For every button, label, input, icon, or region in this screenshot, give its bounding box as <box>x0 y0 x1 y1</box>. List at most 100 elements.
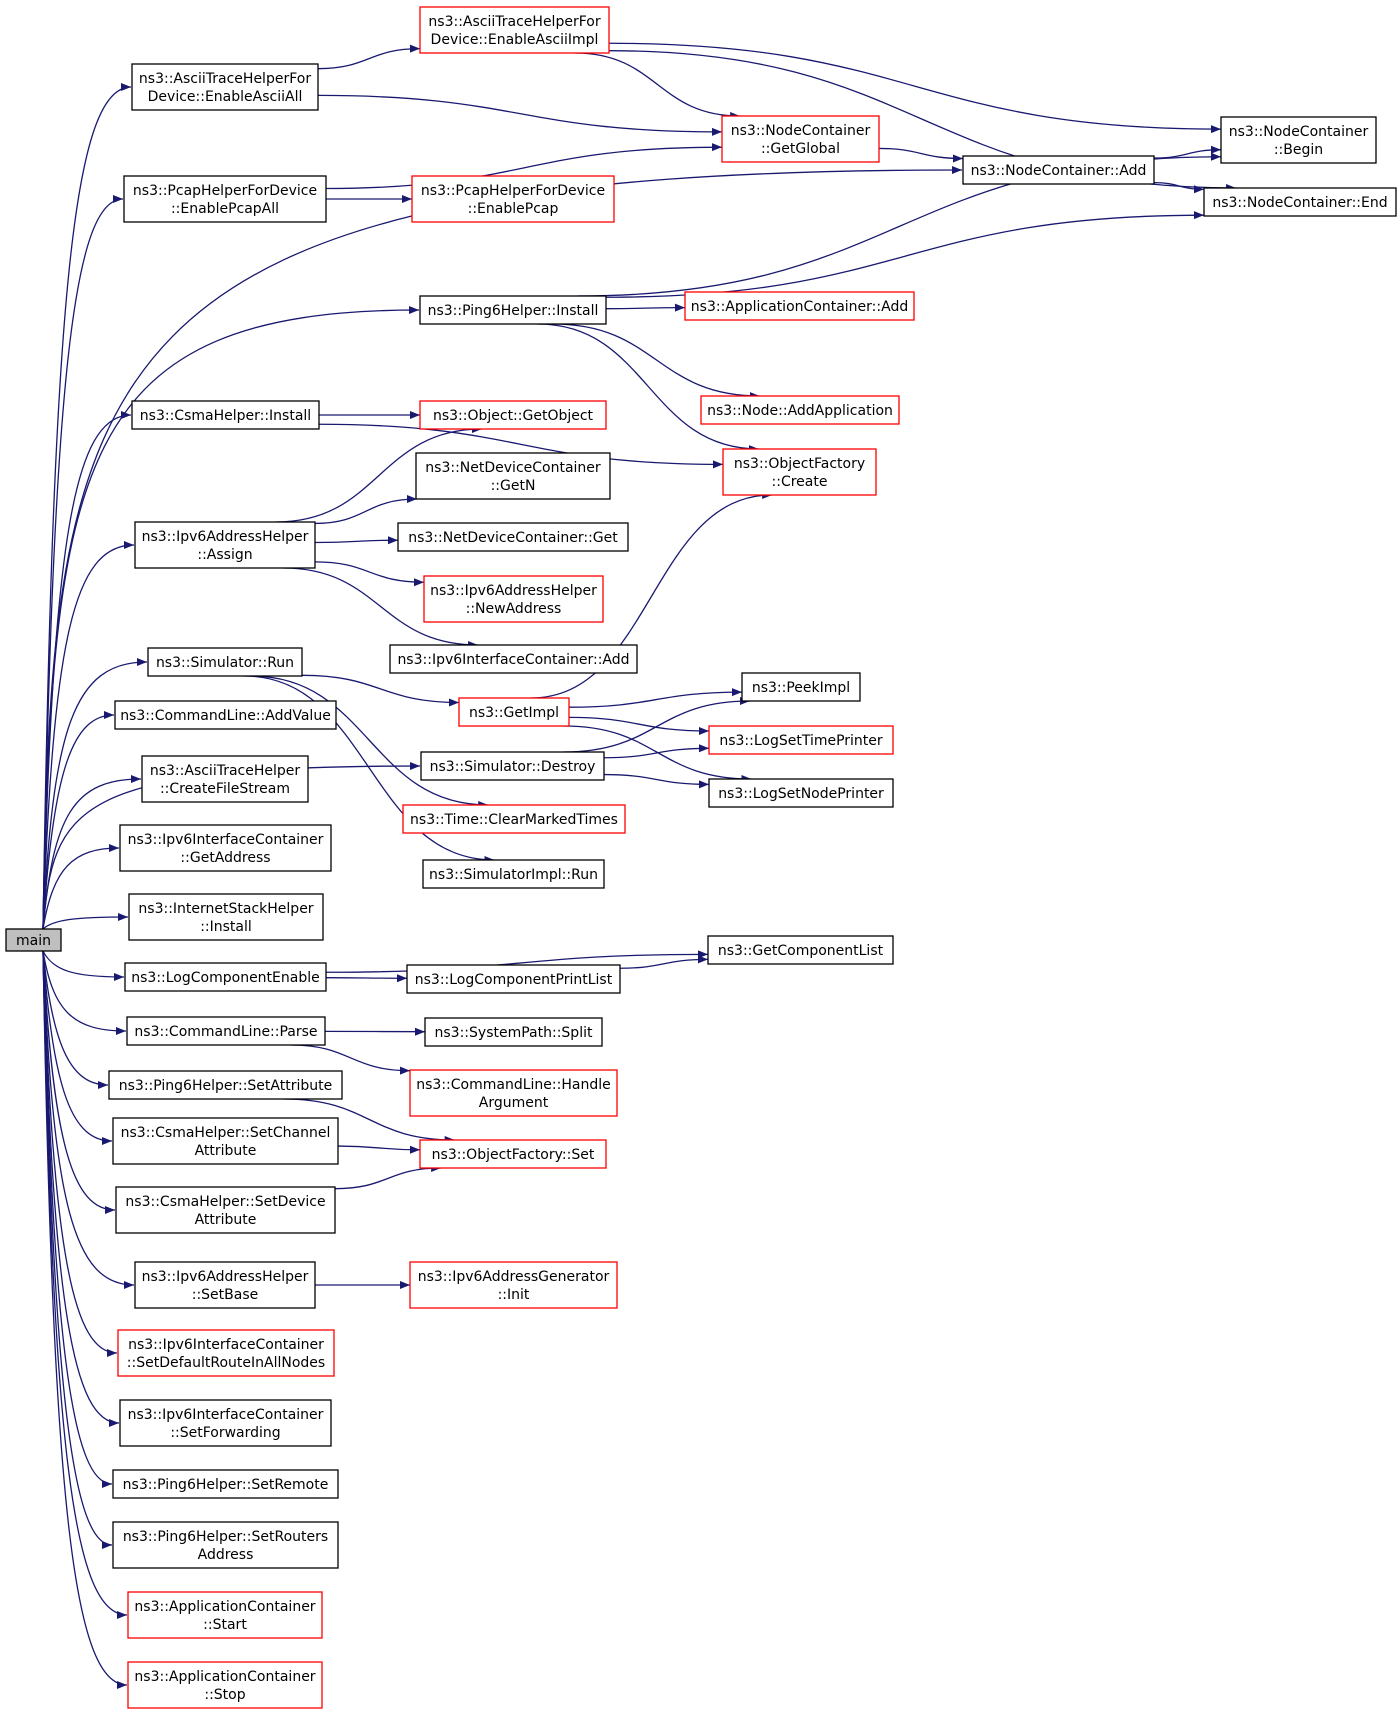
edge-getimpl-to-objectfactory-create <box>530 491 773 699</box>
node-ipv6addresshelper-newaddress[interactable]: ns3::Ipv6AddressHelper::NewAddress <box>423 575 604 623</box>
edge-main-to-internetstackhelper-install <box>42 913 129 930</box>
node-appcontainer-add[interactable]: ns3::ApplicationContainer::Add <box>684 291 915 321</box>
node-ipv6addressgenerator-init[interactable]: ns3::Ipv6AddressGenerator::Init <box>409 1261 618 1309</box>
node-getimpl[interactable]: ns3::GetImpl <box>458 697 570 727</box>
node-internetstackhelper-install[interactable]: ns3::InternetStackHelper::Install <box>128 893 324 941</box>
node-label: ::SetForwarding <box>170 1425 280 1441</box>
node-ipv6interfacecontainer-add[interactable]: ns3::Ipv6InterfaceContainer::Add <box>389 644 638 674</box>
node-label: Argument <box>479 1095 549 1111</box>
node-label: ns3::AsciiTraceHelperFor <box>139 71 311 87</box>
edge-pcap-enablepcapall-to-nodecontainer-getglobal <box>325 143 723 190</box>
node-commandline-parse[interactable]: ns3::CommandLine::Parse <box>126 1016 326 1046</box>
node-nodecontainer-getglobal[interactable]: ns3::NodeContainer::GetGlobal <box>721 115 880 163</box>
node-label: ::EnablePcap <box>468 201 559 217</box>
node-label: ns3::NodeContainer <box>731 123 871 139</box>
node-box <box>424 1017 603 1047</box>
node-box <box>112 1469 339 1499</box>
node-netdevicecontainer-getn[interactable]: ns3::NetDeviceContainer::GetN <box>415 452 611 500</box>
node-label: ns3::CsmaHelper::SetChannel <box>121 1125 331 1141</box>
node-ipv6interfacecontainer-setforwarding[interactable]: ns3::Ipv6InterfaceContainer::SetForwardi… <box>119 1399 332 1447</box>
edge-nodecontainer-add-to-nodecontainer-begin <box>1153 145 1222 159</box>
edge-getimpl-to-peekimpl <box>568 688 743 708</box>
node-pcap-enablepcapall[interactable]: ns3::PcapHelperForDevice::EnablePcapAll <box>123 175 327 223</box>
node-box <box>458 697 570 727</box>
node-ipv6addresshelper-setbase[interactable]: ns3::Ipv6AddressHelper::SetBase <box>134 1261 316 1309</box>
node-box <box>112 1117 339 1165</box>
edge-main-to-ipv6addresshelper-assign <box>42 541 135 930</box>
node-ping6-setattribute[interactable]: ns3::Ping6Helper::SetAttribute <box>108 1070 343 1100</box>
node-node-addapplication[interactable]: ns3::Node::AddApplication <box>700 395 900 425</box>
node-label: ns3::CommandLine::Handle <box>416 1077 610 1093</box>
node-label: ns3::ApplicationContainer <box>134 1599 315 1615</box>
node-nodecontainer-begin[interactable]: ns3::NodeContainer::Begin <box>1220 116 1377 164</box>
node-box <box>708 725 894 755</box>
node-simulatorimpl-run[interactable]: ns3::SimulatorImpl::Run <box>422 859 605 889</box>
node-logcomponentenable[interactable]: ns3::LogComponentEnable <box>124 962 327 992</box>
node-logsettimeprinter[interactable]: ns3::LogSetTimePrinter <box>708 725 894 755</box>
node-ipv6interfacecontainer-setdefaultroute[interactable]: ns3::Ipv6InterfaceContainer::SetDefaultR… <box>117 1329 335 1377</box>
node-main[interactable]: main <box>5 928 62 952</box>
node-label: ns3::Ping6Helper::SetRouters <box>123 1529 328 1545</box>
node-object-getobject[interactable]: ns3::Object::GetObject <box>419 400 607 430</box>
edge-ipv6addresshelper-assign-to-ipv6addresshelper-newaddress <box>314 561 425 587</box>
node-objectfactory-create[interactable]: ns3::ObjectFactory::Create <box>722 448 877 496</box>
edge-main-to-commandline-parse <box>42 950 127 1035</box>
node-ping6-install[interactable]: ns3::Ping6Helper::Install <box>419 295 607 325</box>
edge-main-to-csma-setdeviceattribute <box>42 950 116 1214</box>
node-label: ns3::InternetStackHelper <box>138 901 313 917</box>
node-label: ns3::NetDeviceContainer <box>425 460 601 476</box>
node-ascii-enableasciiall[interactable]: ns3::AsciiTraceHelperForDevice::EnableAs… <box>131 63 319 111</box>
node-asciitracehelper-createfilestream[interactable]: ns3::AsciiTraceHelper::CreateFileStream <box>141 755 309 803</box>
edge-main-to-logcomponentenable <box>42 950 125 981</box>
node-nodecontainer-end[interactable]: ns3::NodeContainer::End <box>1203 187 1397 217</box>
node-label: ns3::Ping6Helper::SetAttribute <box>119 1078 332 1094</box>
node-simulator-destroy[interactable]: ns3::Simulator::Destroy <box>420 751 605 781</box>
node-ipv6addresshelper-assign[interactable]: ns3::Ipv6AddressHelper::Assign <box>134 521 316 569</box>
node-box <box>128 893 324 941</box>
node-logcomponentprintlist[interactable]: ns3::LogComponentPrintList <box>406 964 621 994</box>
node-netdevicecontainer-get[interactable]: ns3::NetDeviceContainer::Get <box>397 522 629 552</box>
node-label: ns3::PcapHelperForDevice <box>421 183 605 199</box>
node-label: ::EnablePcapAll <box>171 201 279 217</box>
edge-simulator-run-to-simulatorimpl-run <box>244 675 495 864</box>
node-label: ns3::ObjectFactory::Set <box>432 1147 595 1163</box>
node-time-clearmarkedtimes[interactable]: ns3::Time::ClearMarkedTimes <box>402 804 626 834</box>
edge-ascii-enableasciiimpl-to-nodecontainer-getglobal <box>574 52 741 120</box>
node-logsetnodeprinter[interactable]: ns3::LogSetNodePrinter <box>708 778 894 808</box>
edge-main-to-csma-install <box>42 411 132 930</box>
edge-ipv6addresshelper-assign-to-netdevicecontainer-get <box>314 536 399 545</box>
edge-csma-setchannelattribute-to-objectfactory-set <box>337 1145 421 1154</box>
node-label: ::Init <box>498 1287 530 1303</box>
node-box <box>119 1399 332 1447</box>
node-commandline-addvalue[interactable]: ns3::CommandLine::AddValue <box>114 700 337 730</box>
node-pcap-enablepcap[interactable]: ns3::PcapHelperForDevice::EnablePcap <box>411 175 615 223</box>
node-ping6-setremote[interactable]: ns3::Ping6Helper::SetRemote <box>112 1469 339 1499</box>
node-box <box>147 647 303 677</box>
node-nodecontainer-add[interactable]: ns3::NodeContainer::Add <box>962 155 1155 185</box>
node-box <box>741 672 861 702</box>
node-box <box>123 175 327 223</box>
node-label: ns3::PeekImpl <box>752 680 850 696</box>
node-simulator-run[interactable]: ns3::Simulator::Run <box>147 647 303 677</box>
node-label: ::SetBase <box>192 1287 259 1303</box>
node-systempath-split[interactable]: ns3::SystemPath::Split <box>424 1017 603 1047</box>
node-csma-install[interactable]: ns3::CsmaHelper::Install <box>131 400 320 430</box>
node-label: ns3::LogComponentPrintList <box>415 972 613 988</box>
edge-main-to-csma-setchannelattribute <box>42 950 113 1145</box>
node-getcomponentlist[interactable]: ns3::GetComponentList <box>707 935 894 965</box>
edge-main-to-nodecontainer-add <box>42 166 963 930</box>
node-appcontainer-stop[interactable]: ns3::ApplicationContainer::Stop <box>127 1661 323 1709</box>
node-peekimpl[interactable]: ns3::PeekImpl <box>741 672 861 702</box>
node-appcontainer-start[interactable]: ns3::ApplicationContainer::Start <box>127 1591 323 1639</box>
node-ascii-enableasciiimpl[interactable]: ns3::AsciiTraceHelperForDevice::EnableAs… <box>419 6 610 54</box>
node-ipv6interfacecontainer-getaddress[interactable]: ns3::Ipv6InterfaceContainer::GetAddress <box>119 824 332 872</box>
node-box <box>127 1661 323 1709</box>
edge-main-to-ping6-setroutersaddress <box>42 950 113 1549</box>
node-objectfactory-set[interactable]: ns3::ObjectFactory::Set <box>419 1139 607 1169</box>
edge-main-to-ping6-setattribute <box>42 950 109 1089</box>
edge-ascii-enableasciiimpl-to-nodecontainer-begin <box>608 42 1222 134</box>
